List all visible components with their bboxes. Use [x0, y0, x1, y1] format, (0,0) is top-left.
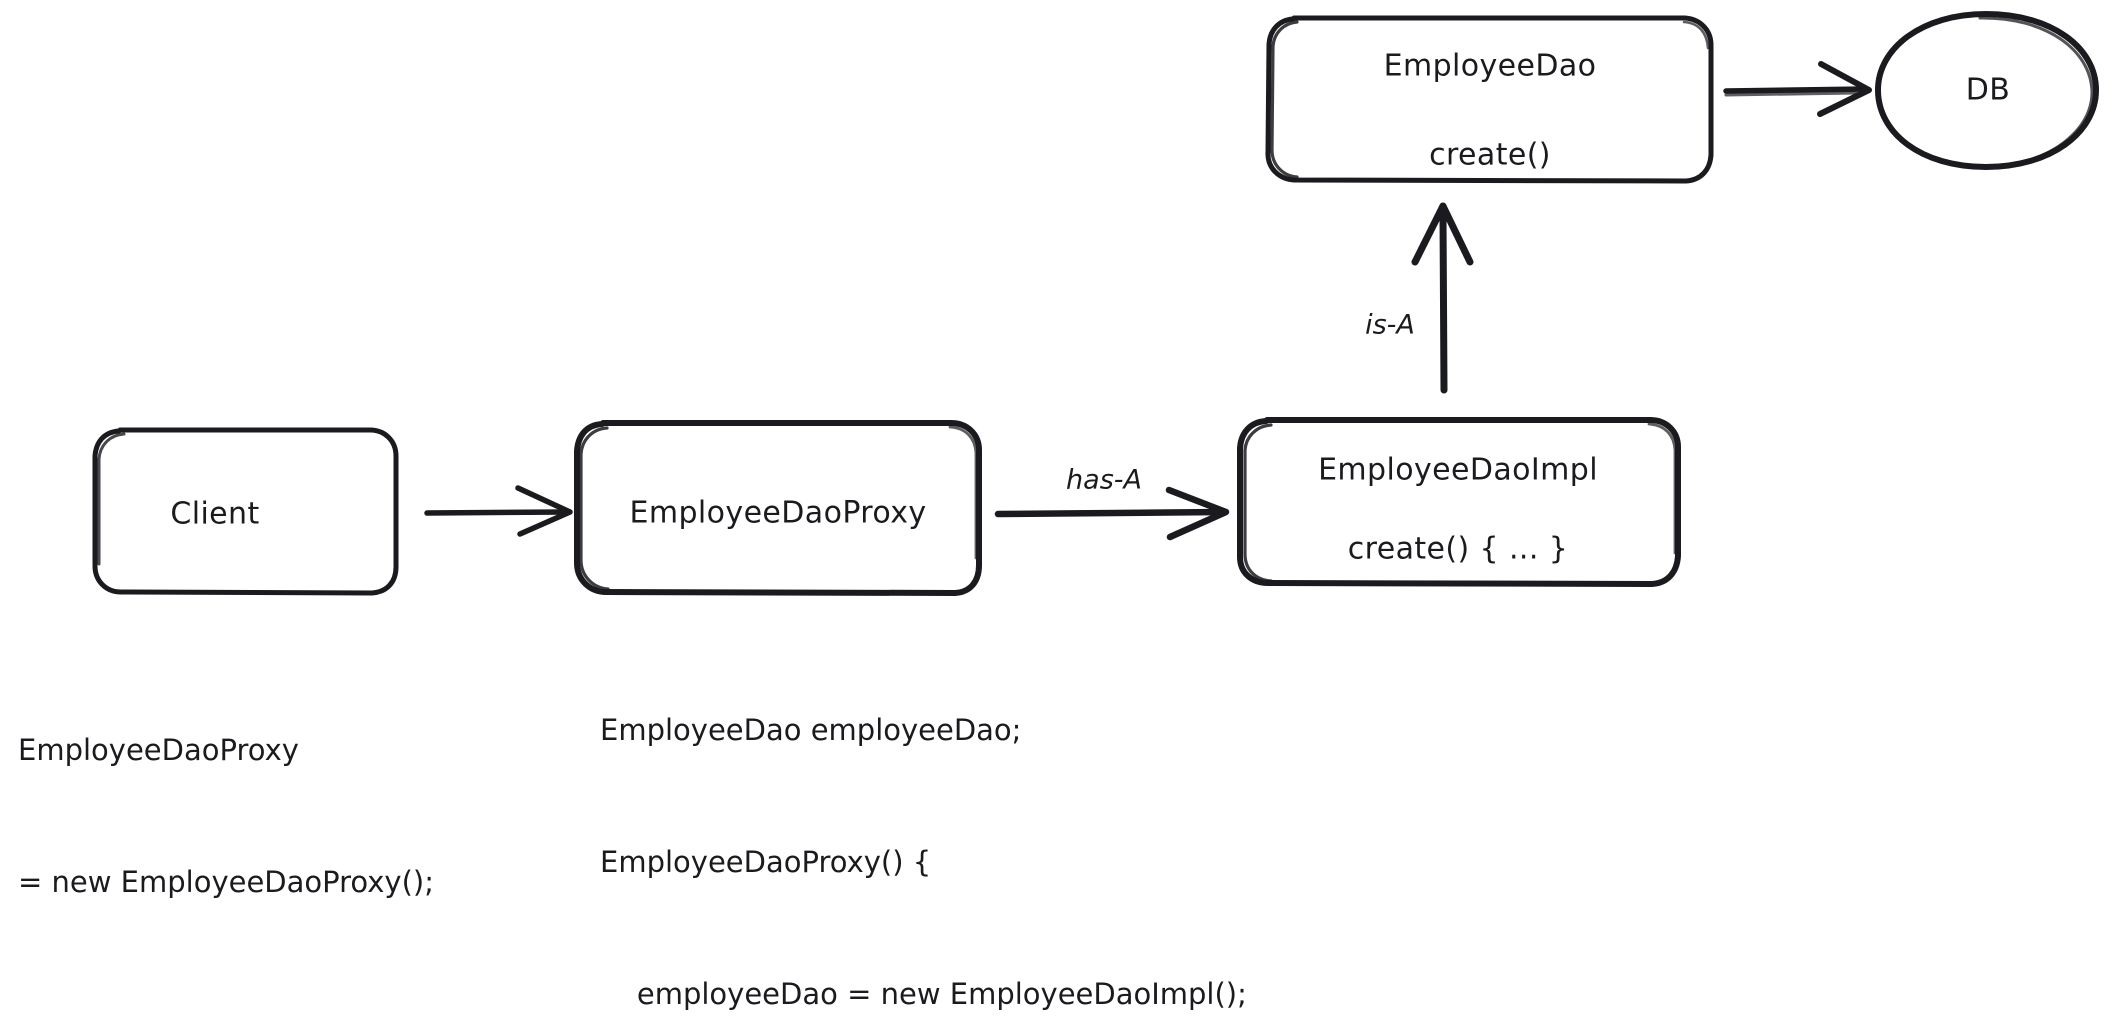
client-code-line-3	[18, 992, 434, 1033]
client-to-proxy-arrow	[424, 485, 573, 537]
employee-dao-method: create()	[1429, 137, 1551, 173]
proxy-code-line-2: EmployeeDaoProxy() {	[600, 845, 932, 879]
is-a-edge-label: is-A	[1365, 309, 1415, 341]
client-code-line-1: EmployeeDaoProxy	[18, 733, 299, 767]
db-label: DB	[1965, 72, 2011, 108]
client-code-block: EmployeeDaoProxy = new EmployeeDaoProxy(…	[18, 640, 434, 1033]
client-label: Client	[170, 496, 260, 532]
proxy-code-line-1: EmployeeDao employeeDao;	[600, 713, 1022, 747]
proxy-code-line-3: employeeDao = new EmployeeDaoImpl();	[600, 977, 1247, 1011]
proxy-to-impl-arrow	[994, 486, 1230, 541]
client-code-line-2: = new EmployeeDaoProxy();	[18, 865, 434, 899]
proxy-code-block: EmployeeDao employeeDao; EmployeeDaoProx…	[600, 620, 1247, 1033]
employee-dao-title: EmployeeDao	[1383, 48, 1597, 84]
employee-dao-proxy-label: EmployeeDaoProxy	[629, 495, 927, 531]
employee-dao-impl-title: EmployeeDaoImpl	[1318, 452, 1598, 488]
dao-to-db-arrow	[1723, 61, 1872, 117]
has-a-edge-label: has-A	[1066, 464, 1142, 496]
employee-dao-impl-method: create() { ... }	[1347, 531, 1569, 567]
impl-to-dao-arrow	[1411, 202, 1474, 394]
